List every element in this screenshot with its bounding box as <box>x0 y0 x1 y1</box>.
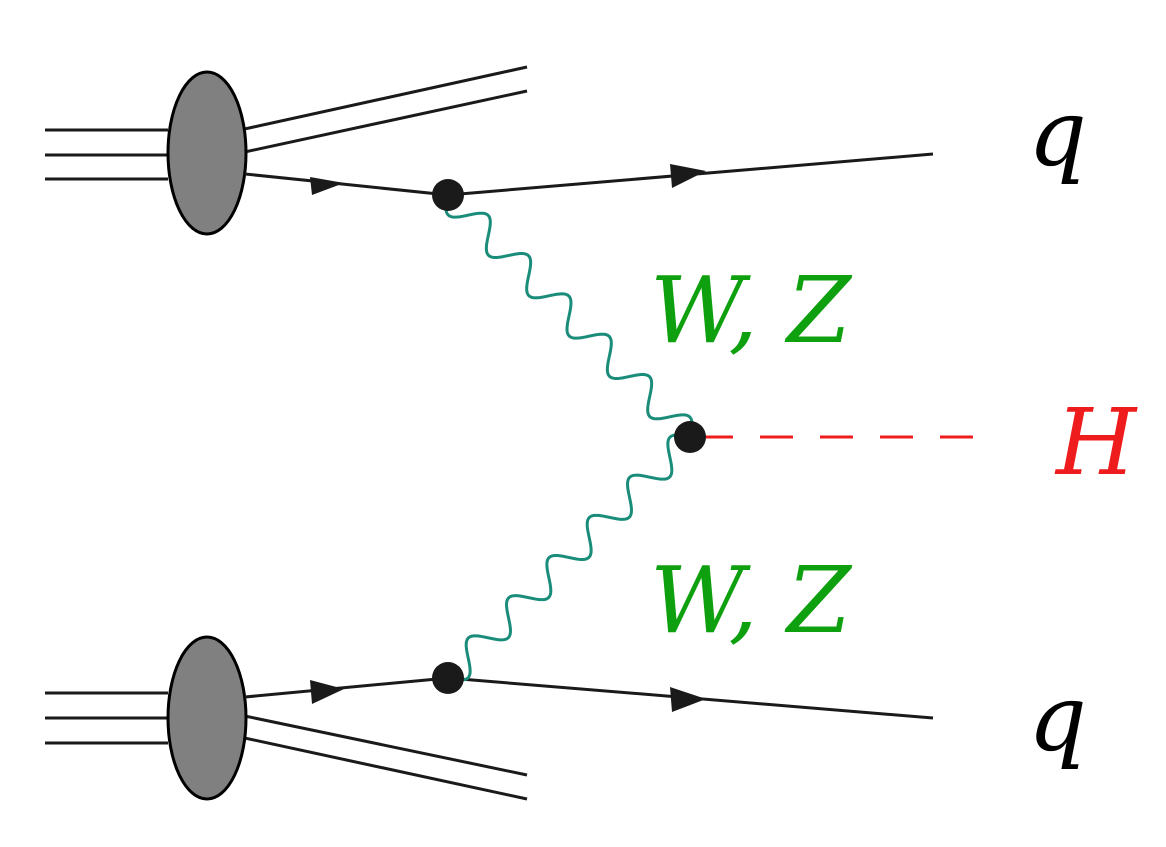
label-boson-top: W, Z <box>650 257 853 364</box>
label-quark-top: q <box>1028 80 1087 187</box>
proton-bottom-blob <box>166 635 248 801</box>
label-quark-bottom: q <box>1028 665 1087 772</box>
proton-top-blob <box>166 70 248 236</box>
label-higgs: H <box>1054 389 1138 496</box>
incoming-quark-top <box>244 172 449 197</box>
vertex-top <box>432 179 464 211</box>
boson-line-bottom <box>447 433 691 682</box>
vertex-higgs <box>674 421 706 453</box>
outgoing-quark-bottom-arrow <box>670 687 706 712</box>
outgoing-quark-top-arrow <box>670 164 706 188</box>
boson-line-top <box>444 194 694 438</box>
proton-bottom-remnant-1 <box>239 713 528 777</box>
proton-top <box>45 65 528 236</box>
incoming-quark-bottom <box>244 676 449 699</box>
proton-bottom-remnant-2 <box>239 735 528 801</box>
proton-top-remnant-2 <box>239 89 528 155</box>
incoming-quark-top-arrow <box>310 177 344 195</box>
incoming-quark-bottom-arrow <box>310 680 344 704</box>
proton-top-remnant-1 <box>239 65 528 132</box>
label-boson-bottom: W, Z <box>650 547 853 654</box>
vertex-bottom <box>432 662 464 694</box>
proton-bottom <box>45 635 528 801</box>
